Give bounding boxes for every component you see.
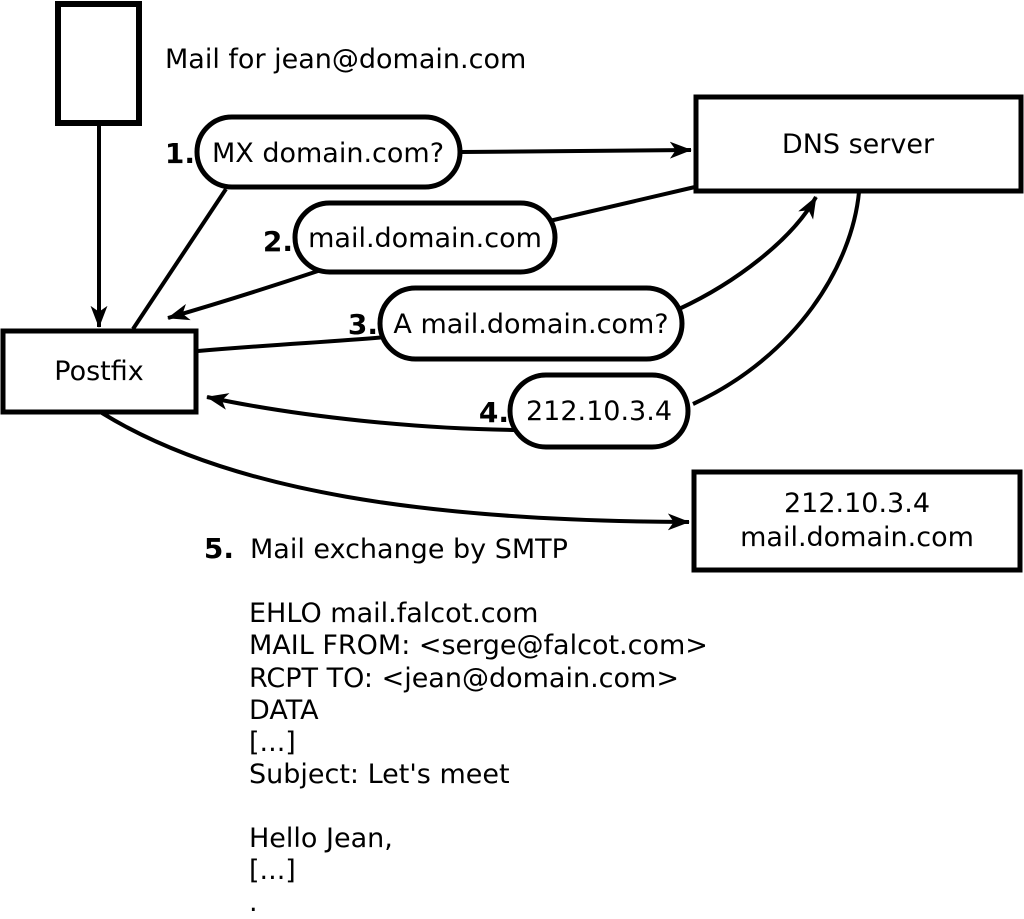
step2-number: 2. xyxy=(263,225,293,258)
smtp-line-data: DATA xyxy=(249,695,319,726)
step3-query-label: A mail.domain.com? xyxy=(393,309,668,340)
dns-server-box xyxy=(693,94,1024,194)
destination-server-box xyxy=(691,469,1023,573)
smtp-line-mail-from: MAIL FROM: <serge@falcot.com> xyxy=(249,630,708,661)
step3-query-pill xyxy=(377,285,685,362)
smtp-line-end-dot: . xyxy=(249,887,258,918)
step4-pill-to-postfix-arrow xyxy=(206,393,518,432)
step2-answer-label: mail.domain.com xyxy=(308,223,542,254)
step1-pill-to-dns-arrow xyxy=(460,141,692,159)
smtp-line-ehlo: EHLO mail.falcot.com xyxy=(249,598,538,629)
destination-host-label: mail.domain.com xyxy=(740,522,974,553)
step1-query-label: MX domain.com? xyxy=(212,138,444,169)
step1-number: 1. xyxy=(165,137,195,170)
smtp-line-greeting: Hello Jean, xyxy=(249,823,393,854)
step2-pill-to-postfix-arrow xyxy=(167,269,319,321)
step4-answer-pill xyxy=(507,372,691,450)
step5-number: 5. xyxy=(204,532,234,565)
step4-answer-label: 212.10.3.4 xyxy=(526,396,672,427)
incoming-mail-document xyxy=(55,1,142,126)
destination-ip-label: 212.10.3.4 xyxy=(784,488,930,519)
step3-number: 3. xyxy=(348,308,378,341)
incoming-mail-caption: Mail for jean@domain.com xyxy=(165,44,526,75)
step2-answer-pill xyxy=(292,200,558,275)
step1-postfix-to-pill-line xyxy=(131,187,228,331)
step3-pill-to-dns-arrow xyxy=(678,196,818,311)
step2-dns-to-pill-line xyxy=(544,185,696,224)
step5-postfix-to-destination-arrow xyxy=(100,411,690,531)
smtp-line-rcpt-to: RCPT TO: <jean@domain.com> xyxy=(249,663,679,694)
smtp-line-subject: Subject: Let's meet xyxy=(249,759,510,790)
postfix-box xyxy=(0,328,199,415)
step1-query-pill xyxy=(194,114,463,190)
dns-server-label: DNS server xyxy=(782,129,935,160)
step4-number: 4. xyxy=(479,396,509,429)
smtp-line-ellipsis2: [...] xyxy=(249,855,296,886)
step3-postfix-to-pill-line xyxy=(197,335,387,353)
smtp-session-transcript: EHLO mail.falcot.com MAIL FROM: <serge@f… xyxy=(249,598,708,918)
smtp-line-ellipsis1: [...] xyxy=(249,727,296,758)
step5-label: Mail exchange by SMTP xyxy=(250,534,568,565)
step4-dns-to-pill-line xyxy=(692,191,861,406)
postfix-label: Postfix xyxy=(54,356,143,387)
